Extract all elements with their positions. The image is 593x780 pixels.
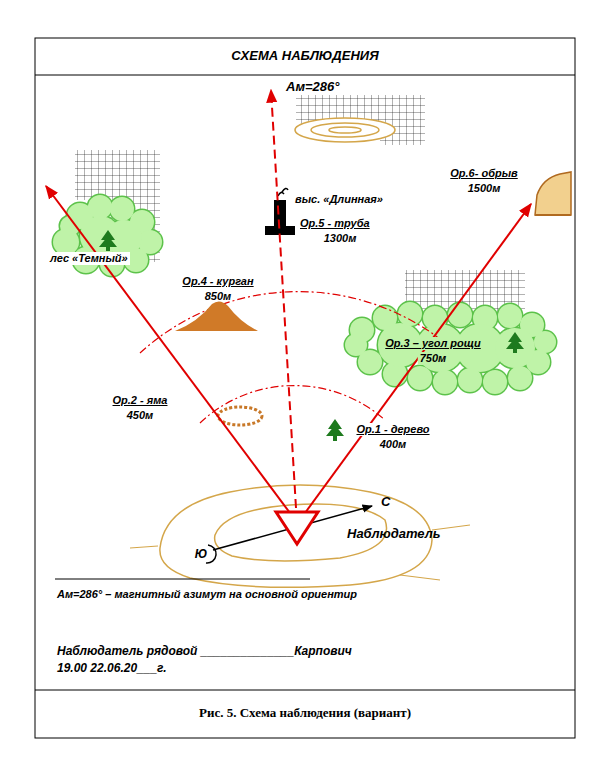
forest-fill	[508, 366, 532, 390]
landmark-name: Ор.1 - дерево	[354, 423, 431, 436]
south-mark	[206, 545, 216, 563]
hill-contour	[311, 123, 379, 137]
landmark-name: Ор.6- обрыв	[448, 167, 519, 180]
forest-fill	[534, 331, 556, 353]
forest-name: лес «Темный»	[48, 252, 130, 265]
tree-symbol	[99, 230, 117, 251]
main-azimuth-line	[271, 90, 296, 508]
forest-fill	[483, 370, 507, 394]
bottom-rule	[35, 690, 575, 691]
forest-fill	[498, 304, 522, 328]
observer-label: Наблюдатель	[345, 526, 443, 541]
forest-outline	[110, 197, 134, 221]
forest-outline	[495, 328, 535, 368]
scheme-title: СХЕМА НАБЛЮДЕНИЯ	[231, 48, 378, 63]
distance-label: 1300м	[322, 232, 359, 245]
forest-outline	[433, 370, 457, 394]
distance-label: 1500м	[466, 182, 503, 195]
forest-outline	[448, 303, 472, 327]
forest-fill	[110, 197, 134, 221]
frame	[35, 38, 575, 738]
hill-contour	[329, 127, 361, 133]
forest-fill	[448, 303, 472, 327]
sector-boundary	[305, 204, 531, 513]
forest-blob	[345, 302, 556, 394]
cliff-edge	[535, 214, 571, 216]
distance-label: 450м	[125, 409, 156, 422]
title-rule	[35, 75, 575, 76]
south-label: Ю	[193, 547, 210, 561]
azimuth-note: Ам=286° – магнитный азимут на основной о…	[55, 588, 359, 601]
note-rule	[55, 579, 310, 580]
landmark-name: Ор.2 - яма	[111, 394, 170, 407]
forest-outline	[88, 195, 112, 219]
forest-fill	[345, 334, 367, 356]
forest-areas	[53, 195, 556, 394]
distance-label: 850м	[203, 290, 234, 303]
kurgan-symbol	[175, 301, 258, 331]
landmark-name: Ор.3 – угол рощи	[383, 337, 482, 350]
forest-fill	[433, 370, 457, 394]
tree-symbol	[506, 332, 524, 353]
cliff-symbol	[535, 172, 571, 215]
settlement-grid	[296, 95, 425, 145]
pit-symbol	[218, 407, 262, 425]
date-time: 19.00 22.06.20___г.	[55, 661, 169, 675]
north-label: С	[379, 494, 392, 509]
forest-fill	[88, 195, 112, 219]
forest-outline	[345, 334, 367, 356]
landmark-name: Ор.4 - курган	[180, 275, 255, 288]
azimuth-label: Ам=286°	[284, 79, 342, 94]
tree-symbol	[326, 419, 344, 441]
figure-caption: Рис. 5. Схема наблюдения (вариант)	[199, 705, 411, 721]
forest-outline	[508, 366, 532, 390]
forest-outline	[398, 302, 422, 326]
distance-label: 400м	[378, 438, 409, 451]
forest-outline	[498, 304, 522, 328]
forest-fill	[495, 328, 535, 368]
distance-label: 750м	[418, 352, 449, 365]
forest-fill	[398, 302, 422, 326]
signature: Наблюдатель рядовой ______________Карпов…	[55, 644, 354, 658]
forest-outline	[408, 366, 432, 390]
hill-contour	[295, 118, 395, 142]
forest-fill	[408, 366, 432, 390]
landmark-name: Ор.5 - труба	[298, 217, 372, 230]
sector-boundary	[46, 186, 290, 513]
height-name: выс. «Длинная»	[293, 193, 385, 206]
forest-outline	[483, 370, 507, 394]
forest-outline	[534, 331, 556, 353]
observer-triangle	[276, 512, 318, 544]
